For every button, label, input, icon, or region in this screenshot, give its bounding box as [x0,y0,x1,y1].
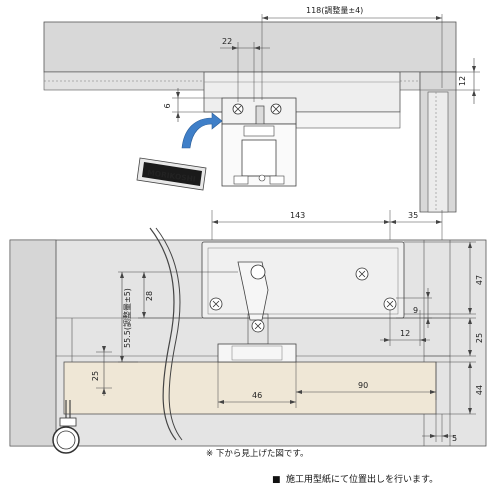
screw-icon [270,103,282,115]
dim-44-label: 44 [475,385,484,395]
dim-22-label: 22 [222,37,232,46]
top-view: MORIKOSHI 118(調整量±4) 22 12 6 [43,5,480,213]
door-panel [63,361,437,415]
mounting-plate [201,241,405,319]
dim-9-label: 9 [413,306,418,315]
screw-icon [209,297,223,311]
dim-28-label: 28 [145,291,154,301]
dim-555-label: 55.5(調整量±5) [122,288,132,348]
dim-47-label: 47 [475,275,484,285]
screw-icon [232,103,244,115]
screw-icon [383,297,397,311]
dim-25-left-label: 25 [91,371,100,381]
template-note: 施工用型紙にて位置出しを行います。 [286,473,438,485]
insert-arrow-icon [181,112,223,149]
door-shoe [217,343,297,363]
bottom-view: 143 35 47 25 44 9 [9,210,487,459]
dim-90-label: 90 [358,381,368,390]
dim-5-label: 5 [452,434,457,443]
pull-ring-icon [52,400,80,454]
view-note: ※ 下から見上げた図です。 [206,449,308,459]
cord-curve [149,227,177,441]
dim-46-label: 46 [252,391,262,400]
ceiling-band [43,21,457,73]
dim-25-right-label: 25 [475,333,484,343]
dim-35-label: 35 [408,211,418,220]
dim-118-label: 118(調整量±4) [306,5,363,15]
dim-143-label: 143 [290,211,305,220]
screw-icon [355,267,369,281]
brand-plate: MORIKOSHI [136,157,207,191]
dim-12-bottom-label: 12 [400,329,410,338]
dim-6-label: 6 [163,103,172,108]
bullet-icon: ■ [272,475,281,485]
dim-12-top-label: 12 [458,76,467,86]
screw-icon [251,319,265,333]
